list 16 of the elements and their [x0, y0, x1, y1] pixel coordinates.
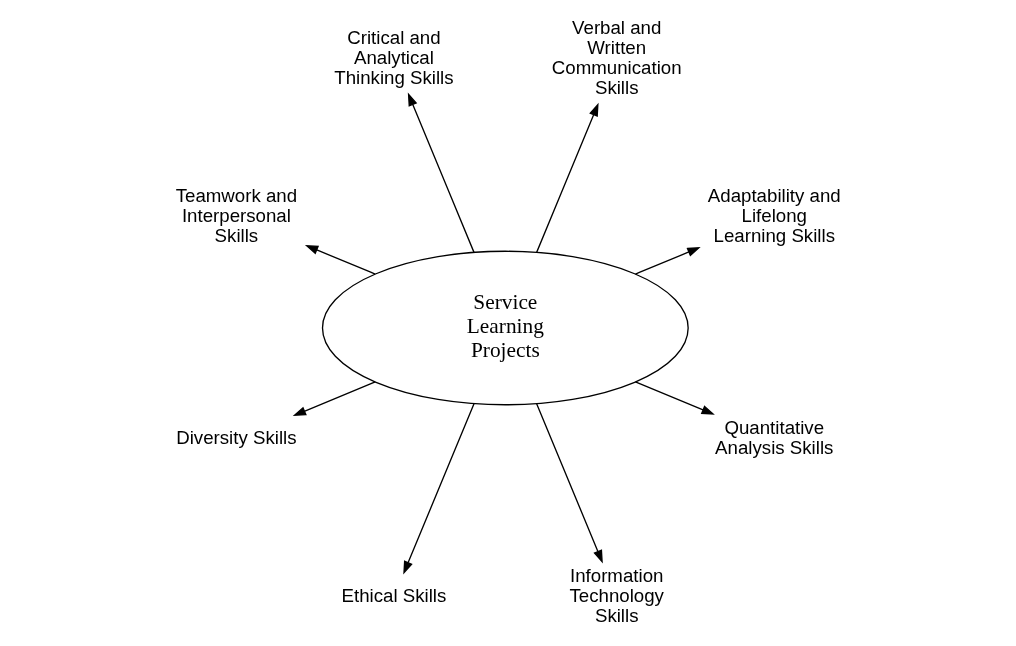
- node-text: Quantitative Analysis Skills: [715, 417, 834, 459]
- node-text: Teamwork and Interpersonal Skills: [175, 184, 298, 246]
- node-text: Verbal and Written Communication Skills: [551, 16, 682, 99]
- arrow: [292, 381, 376, 417]
- node-text: Critical and Analytical Thinking Skills: [334, 26, 454, 89]
- arrow: [634, 381, 715, 415]
- arrow: [403, 402, 475, 575]
- arrow: [634, 247, 701, 275]
- arrow: [304, 245, 376, 275]
- node-text: Information Technology Skills: [569, 564, 664, 626]
- arrow: [536, 102, 599, 254]
- node-text: Ethical Skills: [341, 584, 447, 606]
- arrow: [536, 402, 603, 564]
- node-text: Adaptability and Lifelong Learning Skills: [707, 184, 841, 246]
- arrow: [407, 92, 475, 254]
- node-text: Diversity Skills: [176, 427, 297, 449]
